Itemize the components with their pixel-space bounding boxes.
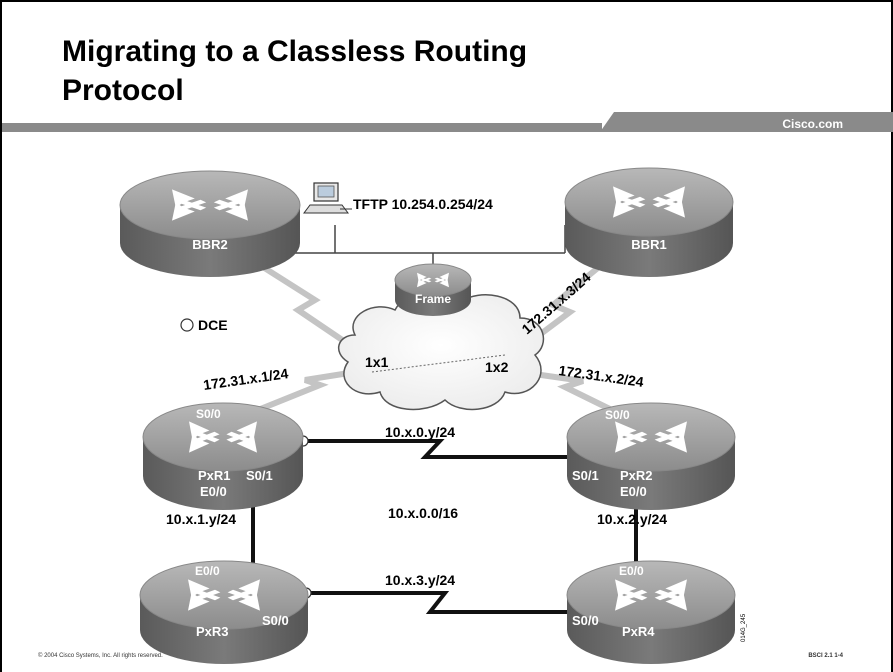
router-bbr2: [119, 170, 301, 277]
router-label-frame: Frame: [415, 292, 451, 306]
port-pxr1-s00: S0/0: [196, 407, 221, 421]
router-label-pxr4: PxR4: [622, 624, 655, 639]
router-pxr4: [566, 560, 736, 664]
port-pxr1-e00: E0/0: [200, 484, 227, 499]
course-reference: BSCI 2.1 1-4: [808, 653, 843, 659]
subnet-pxr1-pxr3: 10.x.1.y/24: [166, 511, 236, 527]
port-pxr3-e00: E0/0: [195, 564, 220, 578]
subnet-frame-pxr1: 172.31.x.1/24: [202, 365, 289, 393]
dlci-label-1: 1x1: [365, 354, 389, 370]
router-pxr2: [566, 402, 736, 510]
router-label-bbr1: BBR1: [631, 237, 666, 252]
port-pxr3-s00: S0/0: [262, 613, 289, 628]
brand-label: Cisco.com: [782, 117, 843, 131]
dce-legend-icon: [180, 318, 194, 332]
router-bbr1: [564, 167, 734, 277]
frame-relay-links: [251, 259, 622, 417]
router-frame: [394, 263, 472, 316]
router-label-bbr2: BBR2: [192, 237, 227, 252]
port-pxr2-e00: E0/0: [620, 484, 647, 499]
router-pxr1: [142, 402, 304, 510]
router-label-pxr3: PxR3: [196, 624, 229, 639]
subnet-pxr1-pxr2: 10.x.0.y/24: [385, 424, 455, 440]
port-pxr4-e00: E0/0: [619, 564, 644, 578]
port-pxr2-s01: S0/1: [572, 468, 599, 483]
port-pxr1-s01: S0/1: [246, 468, 273, 483]
tftp-ethernet-segment: [289, 225, 566, 268]
tftp-label: TFTP 10.254.0.254/24: [353, 196, 493, 212]
slide-title: Migrating to a Classless Routing Protoco…: [62, 35, 528, 107]
tftp-server-icon: [303, 182, 352, 214]
subnet-pxr2-pxr4: 10.x.2.y/24: [597, 511, 667, 527]
port-pxr4-s00: S0/0: [572, 613, 599, 628]
subnet-major-net: 10.x.0.0/16: [388, 505, 458, 521]
dce-legend-label: DCE: [198, 317, 228, 333]
port-pxr2-s00: S0/0: [605, 408, 630, 422]
serial-links: [251, 439, 638, 614]
title-bar: [2, 112, 893, 132]
copyright-footer: © 2004 Cisco Systems, Inc. All rights re…: [38, 653, 163, 659]
dlci-label-2: 1x2: [485, 359, 509, 375]
subnet-frame-bbr1: 172.31.x.3/24: [518, 269, 593, 337]
router-label-pxr1: PxR1: [198, 468, 231, 483]
router-pxr3: [139, 560, 309, 664]
router-label-pxr2: PxR2: [620, 468, 653, 483]
subnet-pxr3-pxr4: 10.x.3.y/24: [385, 572, 455, 588]
figure-id: 014G_245: [741, 613, 747, 642]
